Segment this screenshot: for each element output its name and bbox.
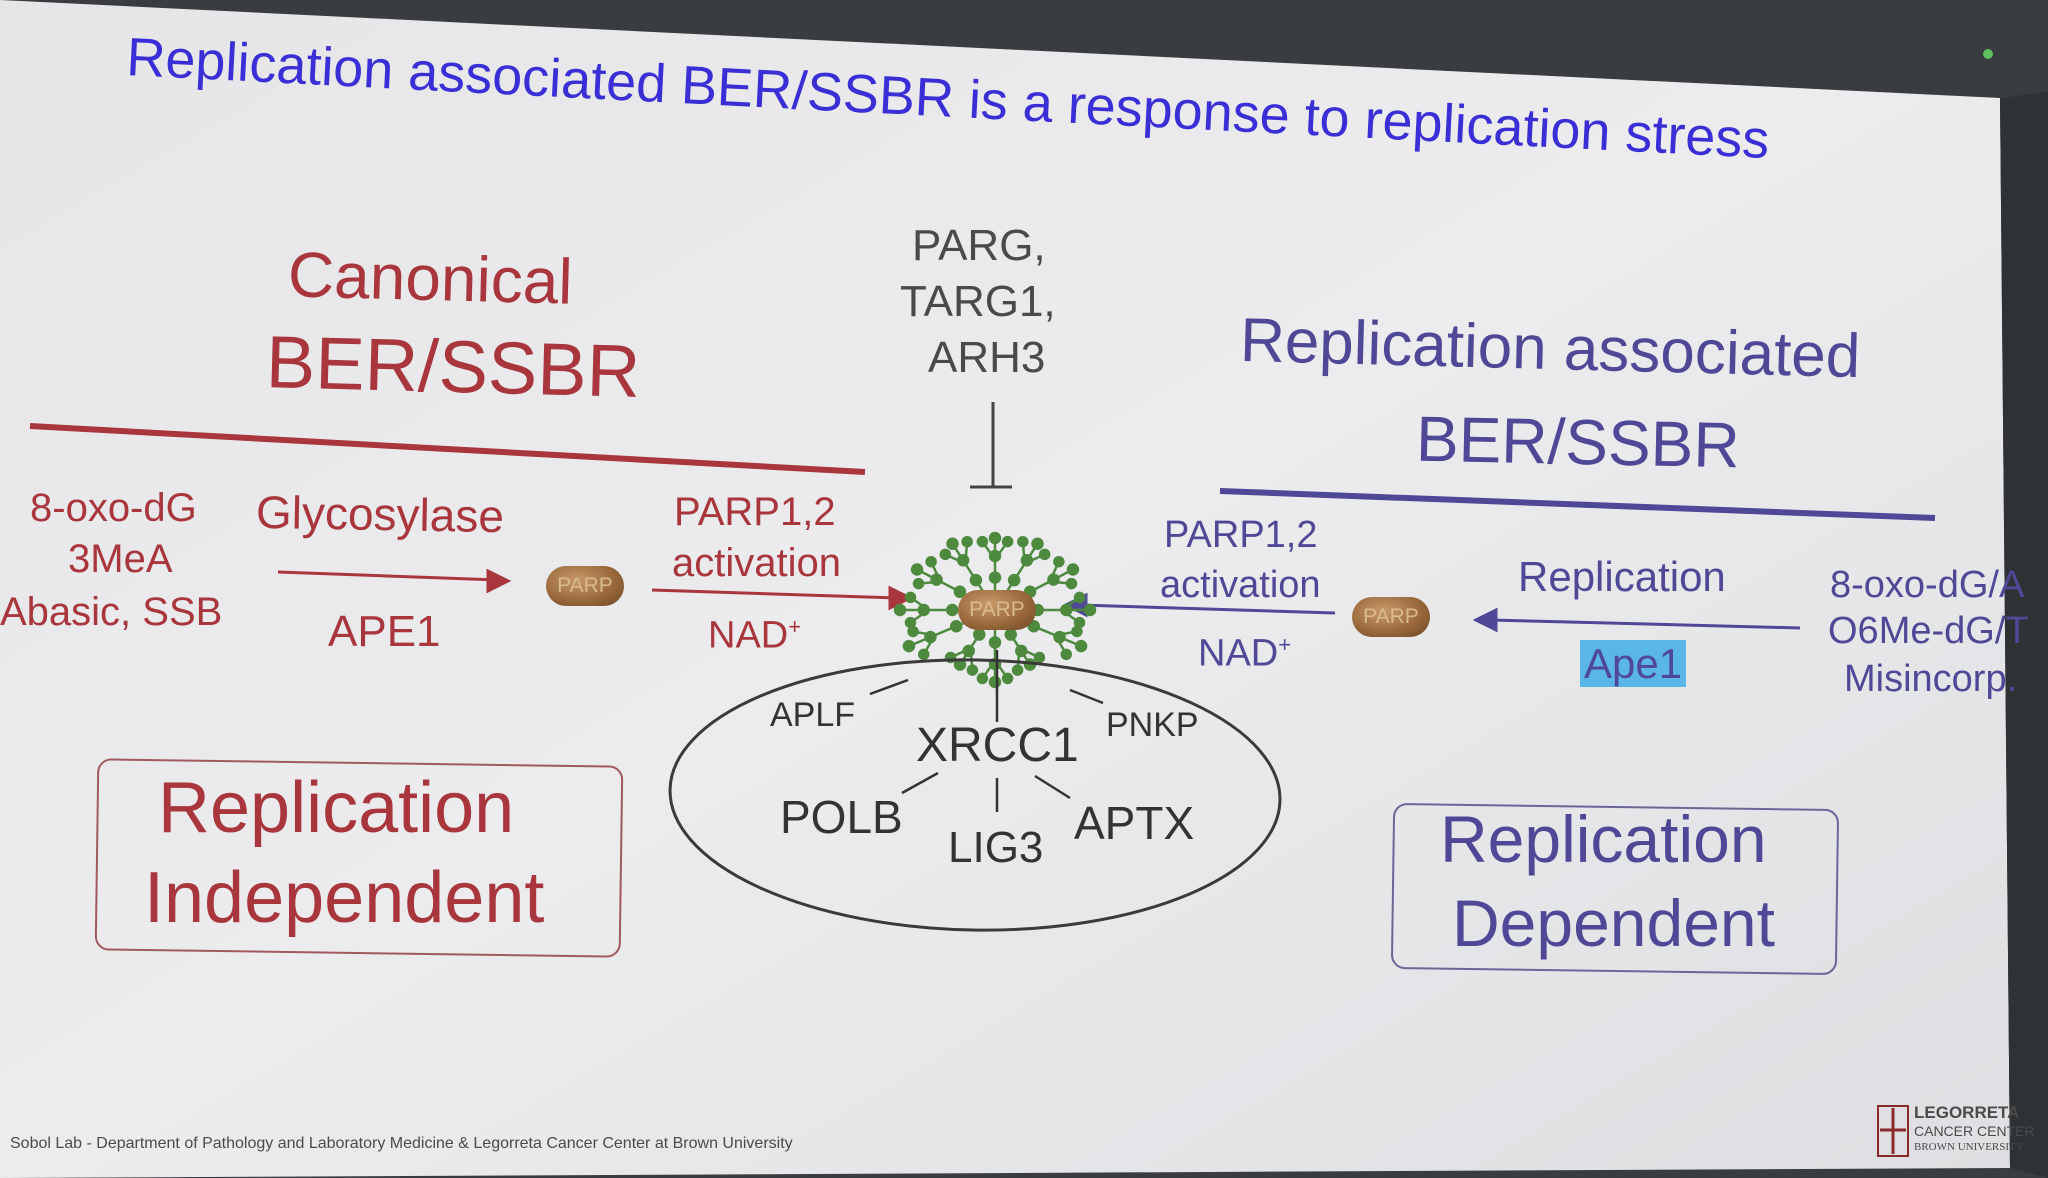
replication-substrate-1: 8-oxo-dG/A: [1830, 564, 2025, 606]
complex-partner-aptx: APTX: [1074, 797, 1195, 849]
canonical-activation-line2: activation: [672, 541, 841, 585]
replication-underline: [1219, 488, 1936, 521]
logo-line1: LEGORRETA: [1914, 1103, 2020, 1122]
complex-partner-polb: POLB: [780, 791, 903, 843]
logo-line3: BROWN UNIVERSITY: [1914, 1141, 2024, 1153]
inhibitor-3: ARH3: [928, 333, 1046, 382]
replication-substrate-2: O6Me-dG/T: [1828, 610, 2029, 652]
canonical-substrate-3: Abasic, SSB: [0, 590, 223, 634]
replication-nad-sup: +: [1278, 632, 1292, 657]
canonical-substrate-2: 3MeA: [68, 537, 173, 581]
complex-connectors: [869, 650, 1104, 812]
par-chain-icon: [893, 531, 1097, 689]
replication-activation-line2: activation: [1160, 564, 1321, 606]
complex-partner-lig3: LIG3: [948, 823, 1044, 872]
ape1-highlight: Ape1: [1580, 640, 1687, 687]
replication-dependent-line1: Replication: [1440, 802, 1767, 876]
replication-nad-text: NAD: [1198, 632, 1279, 675]
inhibitor-2: TARG1,: [900, 277, 1056, 326]
canonical-arrows: [277, 568, 914, 611]
complex-partner-pnkp: PNKP: [1106, 706, 1199, 744]
glycosylase-label: Glycosylase: [255, 485, 505, 543]
replication-substrate-3: Misincorp.: [1844, 658, 2018, 700]
legorreta-logo-icon: [1877, 1105, 1909, 1157]
complex-partner-aplf: APLF: [770, 696, 856, 734]
replication-independent-line1: Replication: [158, 768, 515, 848]
parp-left: PARP: [546, 566, 624, 606]
parp-center: PARP: [958, 590, 1036, 630]
replication-dependent-line2: Dependent: [1452, 886, 1775, 960]
canonical-nad-sup: +: [788, 614, 802, 639]
ape1-label: APE1: [328, 607, 441, 656]
parp-right: PARP: [1352, 597, 1430, 637]
canonical-nad: NAD+: [708, 616, 801, 655]
replication-activation-line1: PARP1,2: [1164, 514, 1318, 556]
logo-line2: CANCER CENTER: [1914, 1123, 2035, 1139]
xrcc1-complex-ellipse: [668, 658, 1282, 932]
replication-nad: NAD+: [1198, 634, 1291, 673]
replication-heading-line2: BER/SSBR: [1415, 402, 1741, 482]
footer-credit: Sobol Lab - Department of Pathology and …: [10, 1135, 793, 1152]
replication-heading-line1: Replication associated: [1239, 305, 1862, 392]
replication-independent-line2: Independent: [144, 858, 545, 938]
canonical-substrate-1: 8-oxo-dG: [30, 486, 197, 530]
canonical-activation-line1: PARP1,2: [674, 490, 836, 534]
inhibition-symbol: [970, 402, 1012, 489]
canonical-nad-text: NAD: [708, 614, 789, 657]
inhibitor-1: PARG,: [912, 221, 1046, 270]
canonical-heading-line2: BER/SSBR: [264, 320, 642, 413]
ape1-highlighted-label: Ape1: [1580, 640, 1687, 687]
complex-core-xrcc1: XRCC1: [916, 719, 1079, 772]
canonical-underline: [29, 423, 866, 475]
canonical-heading-line1: Canonical: [287, 238, 574, 318]
replication-process-label: Replication: [1518, 553, 1726, 600]
